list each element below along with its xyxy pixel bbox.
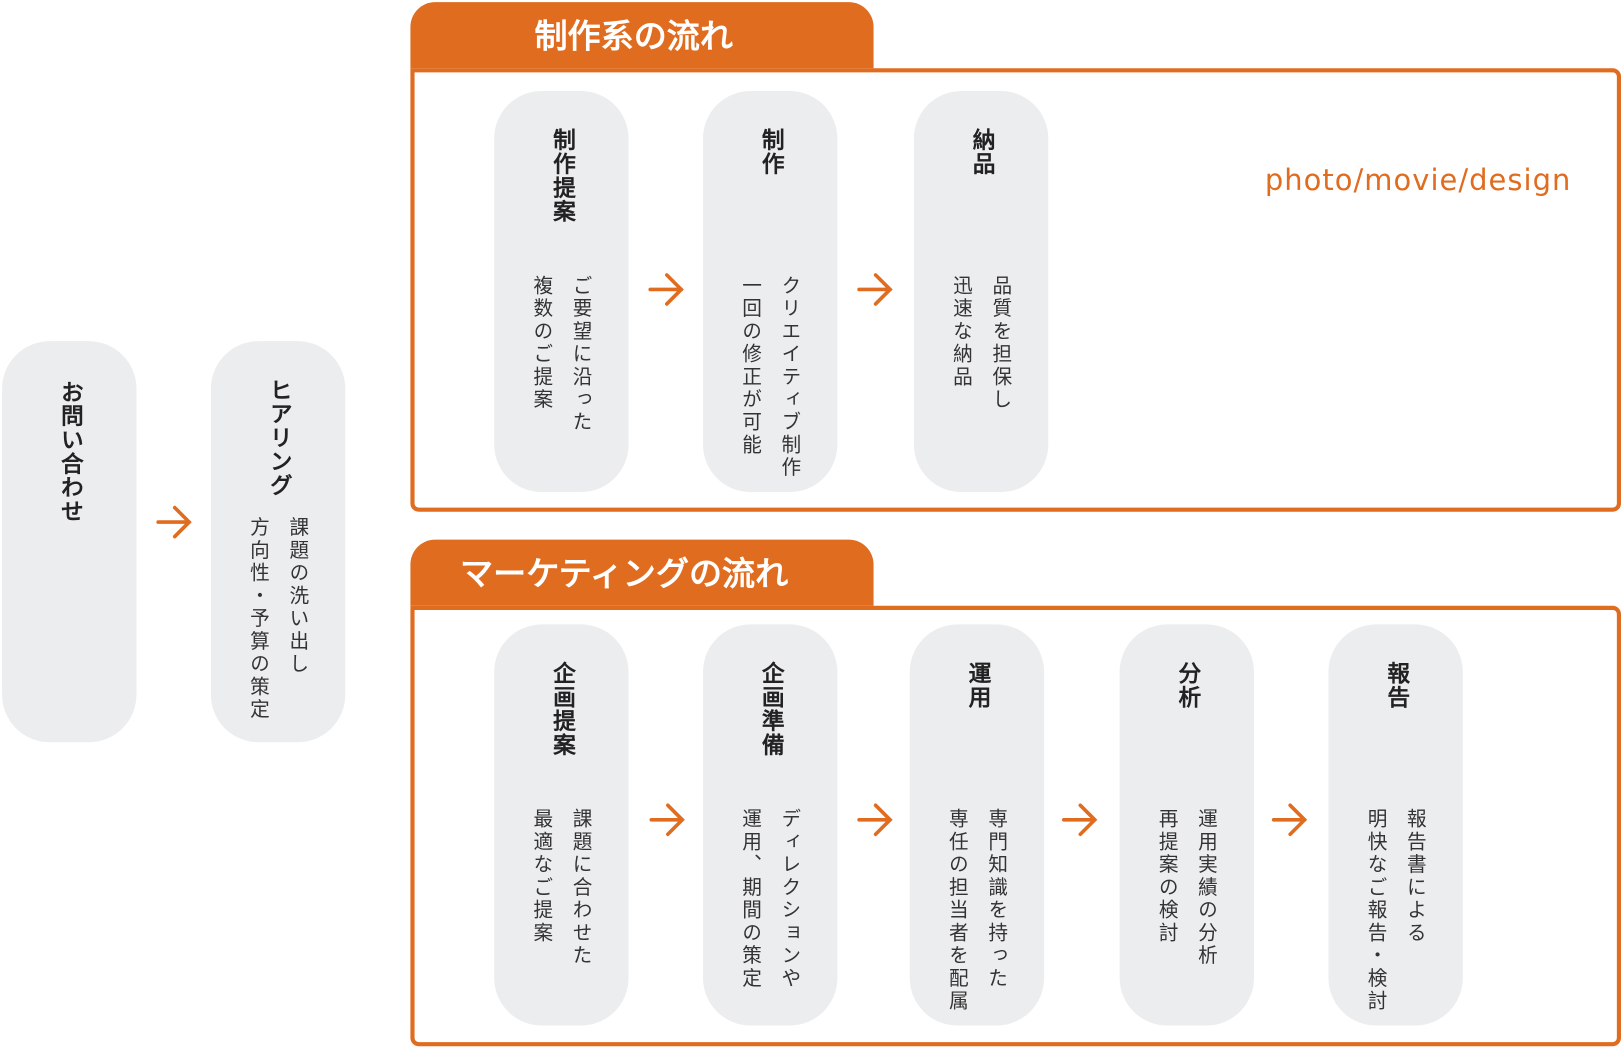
step-delivery: 納品 品質を担保し 迅速な納品 <box>913 90 1049 493</box>
step-desc: 課題の洗い出し 方向性・予算の策定 <box>247 516 310 722</box>
step-desc: 運用実績の分析 再提案の検討 <box>1155 808 1218 968</box>
step-desc: 品質を担保し 迅速な納品 <box>950 274 1013 412</box>
step-inquiry: お問い合わせ <box>2 341 137 743</box>
step-desc: クリエイティブ制作 一回の修正が可能 <box>739 274 802 480</box>
arrow-right-icon <box>1271 803 1308 837</box>
arrow-right-icon <box>857 803 893 837</box>
arrow-right-icon <box>156 505 192 539</box>
step-desc: ご要望に沿った 複数のご提案 <box>530 274 593 435</box>
step-hearing: ヒアリング 課題の洗い出し 方向性・予算の策定 <box>210 341 346 743</box>
step-title: 分析 <box>1174 661 1201 710</box>
arrow-right-icon <box>648 273 684 306</box>
step-operation: 運用 専門知識を持った 専任の担当者を配属 <box>909 624 1045 1026</box>
marketing-flow-box <box>410 605 1621 1047</box>
production-note: photo/movie/design <box>1264 163 1572 198</box>
step-title: 制作 <box>757 128 784 176</box>
step-analysis: 分析 運用実績の分析 再提案の検討 <box>1119 624 1254 1026</box>
step-title: 企画提案 <box>548 661 575 757</box>
step-title: お問い合わせ <box>56 380 83 524</box>
production-flow-title: 制作系の流れ <box>534 16 733 56</box>
step-title: 報告 <box>1383 661 1410 710</box>
step-title: 運用 <box>964 661 991 710</box>
production-flow-box: photo/movie/design <box>410 68 1621 512</box>
step-desc: 専門知識を持った 専任の担当者を配属 <box>945 808 1008 1014</box>
step-title: 納品 <box>968 128 995 176</box>
step-desc: 報告書による 明快なご報告・検討 <box>1364 808 1427 1014</box>
step-title: 制作提案 <box>548 128 575 224</box>
step-production: 制作 クリエイティブ制作 一回の修正が可能 <box>702 90 838 493</box>
arrow-right-icon <box>649 803 685 837</box>
step-planning-prep: 企画準備 ディレクションや 運用、期間の策定 <box>702 624 838 1026</box>
step-production-proposal: 制作提案 ご要望に沿った 複数のご提案 <box>494 90 629 493</box>
step-title: ヒアリング <box>265 378 292 498</box>
step-title: 企画準備 <box>757 661 784 757</box>
step-desc: ディレクションや 運用、期間の策定 <box>739 808 802 991</box>
arrow-right-icon <box>857 273 893 306</box>
marketing-flow-title: マーケティングの流れ <box>460 554 789 594</box>
marketing-flow-tab: マーケティングの流れ <box>410 539 874 606</box>
arrow-right-icon <box>1061 803 1098 837</box>
step-planning-proposal: 企画提案 課題に合わせた 最適なご提案 <box>494 624 629 1026</box>
step-report: 報告 報告書による 明快なご報告・検討 <box>1328 624 1463 1026</box>
step-desc: 課題に合わせた 最適なご提案 <box>530 808 593 968</box>
production-flow-tab: 制作系の流れ <box>410 2 874 69</box>
